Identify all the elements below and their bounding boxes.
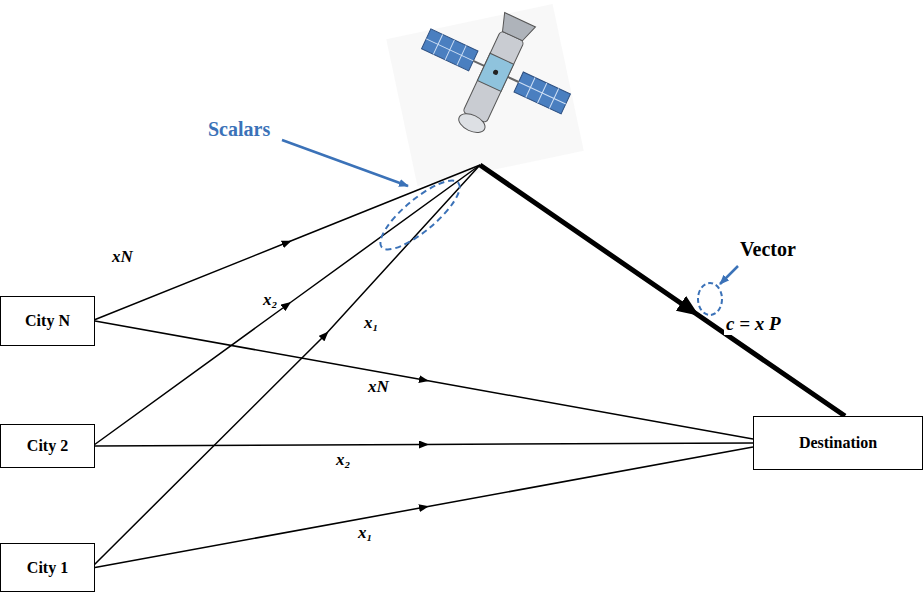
callout-label: Vector — [738, 238, 798, 260]
flow-line — [95, 447, 753, 568]
city-box: City N — [0, 296, 95, 346]
edge-label: x₂ — [334, 451, 352, 470]
signal-label: x₂ — [261, 291, 279, 310]
vector-link — [480, 165, 845, 416]
edge-label: x₁ — [356, 524, 374, 543]
scalars-ellipse — [371, 171, 468, 260]
city-box: Destination — [753, 416, 923, 470]
box-label: City 1 — [27, 559, 68, 577]
flow-line — [95, 443, 753, 446]
callout-label: Scalars — [206, 118, 272, 140]
uplink-lines — [94, 165, 480, 565]
vector-arrow — [720, 266, 738, 284]
signal-label: xN — [110, 248, 135, 267]
scalars-arrow — [282, 140, 408, 186]
flow-line — [95, 321, 753, 439]
city-box: City 2 — [0, 424, 95, 468]
formula-label: c = x P — [724, 314, 783, 335]
city-box: City 1 — [0, 543, 95, 592]
edge-label: xN — [366, 378, 391, 397]
box-label: Destination — [799, 434, 877, 452]
signal-label: x₁ — [362, 314, 380, 333]
box-label: City 2 — [27, 437, 68, 455]
vector-ellipse — [698, 283, 722, 315]
box-label: City N — [25, 312, 70, 330]
satellite — [386, 0, 590, 186]
